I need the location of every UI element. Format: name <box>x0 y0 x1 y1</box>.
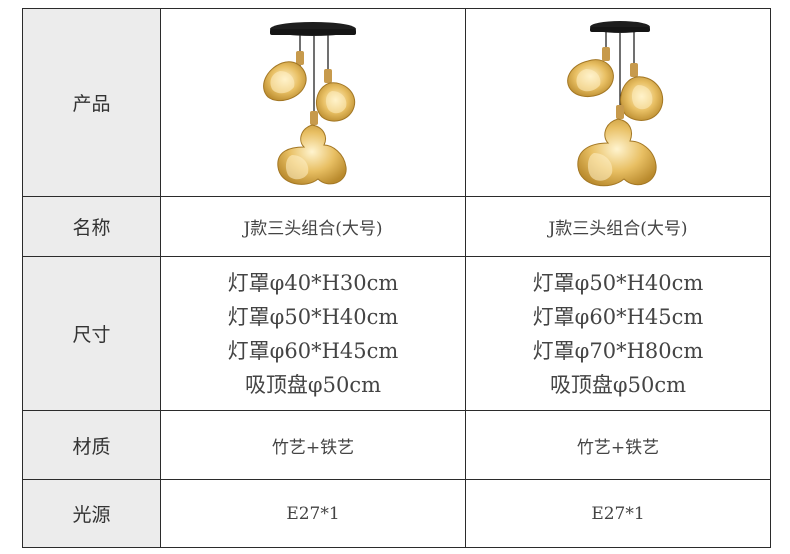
product-image-cell-2 <box>465 8 771 197</box>
size-line: 灯罩φ60*H45cm <box>532 304 704 329</box>
material-value-2: 竹艺+铁艺 <box>465 410 771 480</box>
label-product: 产品 <box>22 8 161 197</box>
light-source-value-1: E27*1 <box>160 479 466 548</box>
size-values-1: 灯罩φ40*H30cm 灯罩φ50*H40cm 灯罩φ60*H45cm 吸顶盘φ… <box>160 256 466 411</box>
label-name: 名称 <box>22 196 161 257</box>
name-value-1: J款三头组合(大号) <box>160 196 466 257</box>
size-line: 灯罩φ50*H40cm <box>532 270 704 295</box>
label-size: 尺寸 <box>22 256 161 411</box>
row-size: 尺寸 灯罩φ40*H30cm 灯罩φ50*H40cm 灯罩φ60*H45cm 吸… <box>22 256 771 411</box>
material-value-1: 竹艺+铁艺 <box>160 410 466 480</box>
size-line: 灯罩φ50*H40cm <box>227 304 399 329</box>
size-line: 灯罩φ60*H45cm <box>227 338 399 363</box>
product-spec-table: 产品 <box>22 8 771 548</box>
label-light-source: 光源 <box>22 479 161 548</box>
row-light-source: 光源 E27*1 E27*1 <box>22 479 771 548</box>
pendant-lamp-image <box>567 20 664 186</box>
product-image-cell-1 <box>160 8 466 197</box>
size-line: 灯罩φ70*H80cm <box>532 338 704 363</box>
size-line: 灯罩φ40*H30cm <box>227 270 399 295</box>
size-line: 吸顶盘φ50cm <box>549 372 687 397</box>
size-values-2: 灯罩φ50*H40cm 灯罩φ60*H45cm 灯罩φ70*H80cm 吸顶盘φ… <box>465 256 771 411</box>
row-material: 材质 竹艺+铁艺 竹艺+铁艺 <box>22 410 771 480</box>
row-name: 名称 J款三头组合(大号) J款三头组合(大号) <box>22 196 771 257</box>
row-product: 产品 <box>22 8 771 197</box>
name-value-2: J款三头组合(大号) <box>465 196 771 257</box>
pendant-lamp-image <box>263 21 356 185</box>
light-source-value-2: E27*1 <box>465 479 771 548</box>
size-line: 吸顶盘φ50cm <box>244 372 382 397</box>
label-material: 材质 <box>22 410 161 480</box>
